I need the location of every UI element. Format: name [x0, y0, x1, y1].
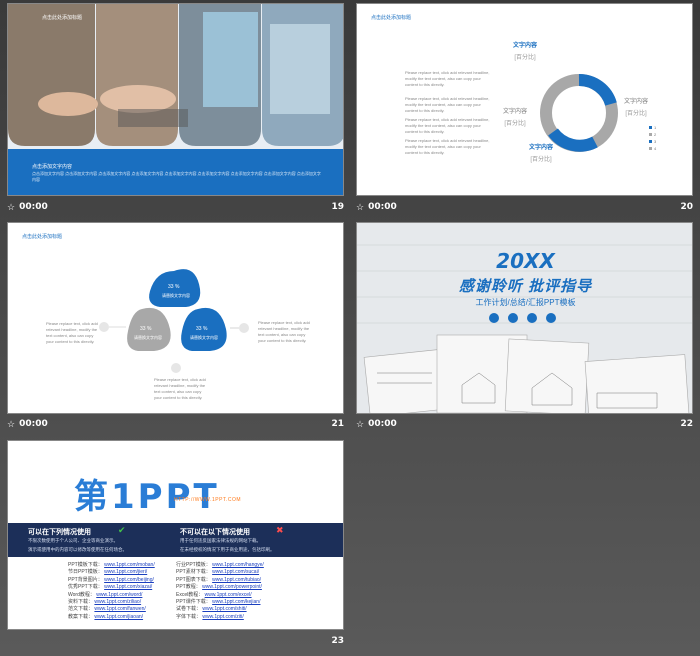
pct-top: 33 % [168, 284, 180, 290]
para-right: Please replace text, click add relevant … [258, 320, 310, 343]
slide-22-thumbnail[interactable]: 20XX 感谢聆听 批评指导 工作计划/总结/汇报PPT模板 [356, 222, 693, 414]
slide-number: 23 [331, 636, 344, 646]
donut-chart [540, 73, 618, 152]
link-row[interactable]: 资料下载： www.1ppt.com/ziliao/ [68, 599, 142, 606]
label-right: 文字内容 [百分比] [624, 99, 649, 117]
links-left: PPT模板下载： www.1ppt.com/moban/ 节日PPT模板： ww… [68, 562, 155, 621]
triangle-shapes [99, 269, 249, 373]
blue-footer-band: 点击添加文字内容 点击添加文字内容 点击添加文字内容 点击添加文字内容 点击添加… [8, 149, 343, 195]
sub-right: 请替换文字内容 [190, 335, 218, 340]
link-row[interactable]: PPT课件下载： www.1ppt.com/kejian/ [176, 599, 261, 606]
slide-22-caption: ☆ 00:00 22 [356, 417, 693, 431]
body-title: 点击添加文字内容 [32, 164, 73, 170]
pct-left: 33 % [140, 326, 152, 332]
sub-left: 请替换文字内容 [134, 335, 162, 340]
link-row[interactable]: Excel教程： www.1ppt.com/excel/ [176, 591, 252, 598]
star-icon: ☆ [7, 418, 16, 429]
link-row[interactable]: Word教程： www.1ppt.com/word/ [68, 591, 143, 598]
link-row[interactable]: PPT图表下载： www.1ppt.com/tubiao/ [176, 576, 262, 583]
para-3: Please replace text, click add relevant … [405, 117, 490, 134]
timing: 00:00 [368, 202, 397, 212]
link-row[interactable]: 试卷下载： www.1ppt.com/shiti/ [176, 606, 247, 613]
link-row[interactable]: 范文下载： www.1ppt.com/fanwen/ [68, 606, 146, 613]
star-icon: ☆ [356, 201, 365, 212]
subtitle: 工作计划/总结/汇报PPT模板 [475, 298, 576, 307]
slide-23-caption: 23 [7, 634, 344, 648]
user-icon [508, 313, 518, 323]
slide-19-caption: ☆ 00:00 19 [7, 200, 344, 214]
document-icon [527, 313, 537, 323]
slide-title: 点击此处添加标题 [371, 15, 412, 21]
slide-21-caption: ☆ 00:00 21 [7, 417, 344, 431]
cross-icon: ✖ [276, 525, 284, 535]
laptop-photo [8, 4, 343, 149]
para-bottom: Please replace text, click add relevant … [154, 377, 206, 400]
slide-21-thumbnail[interactable]: 点击此处添加标题 33 % 请替换文字内容 33 % 请替换文字内容 33 % … [7, 222, 344, 414]
link-row[interactable]: 优秀PPT下载： www.1ppt.com/xiazai/ [68, 584, 153, 591]
people-icon [489, 313, 499, 323]
label-left: 文字内容 [百分比] [503, 109, 528, 127]
cannot-item-1: 用于任何违反国家法律法规的网站下载。 [180, 538, 261, 543]
pct-right: 33 % [196, 326, 208, 332]
star-icon: ☆ [356, 418, 365, 429]
timing: 00:00 [19, 202, 48, 212]
wood-and-blueprint-background [357, 223, 692, 413]
slide-title: 点击此处添加标题 [22, 234, 63, 240]
headline: 感谢聆听 批评指导 [458, 278, 593, 295]
logo-url: HTTP://WWW.1PPT.COM [174, 497, 241, 503]
link-row[interactable]: PPT模板下载： www.1ppt.com/moban/ [68, 562, 155, 568]
link-row[interactable]: PPT素材下载： www.1ppt.com/sucai/ [176, 569, 260, 576]
cannot-item-2: 在未经授权的情况下用于商业用途，包括印刷。 [180, 547, 275, 552]
check-icon: ✔ [118, 525, 126, 535]
para-4: Please replace text, click add relevant … [405, 138, 490, 155]
para-left: Please replace text, click add relevant … [46, 321, 98, 344]
can-use-title: 可以在下列情况使用 [28, 529, 91, 536]
sub-top: 请替换文字内容 [162, 293, 190, 298]
year-text: 20XX [496, 249, 555, 273]
link-row[interactable]: 教案下载： www.1ppt.com/jiaoan/ [68, 613, 144, 620]
slide-20-thumbnail[interactable]: 点击此处添加标题 Please replace text, click add … [356, 3, 693, 196]
slide-23-thumbnail[interactable]: 第1PPT HTTP://WWW.1PPT.COM 可以在下列情况使用 ✔ 不可… [7, 440, 344, 630]
slide-19-thumbnail[interactable]: 点击此处添加标题 点击添加文字内容 点击添加文字内容 点击添加文字内容 点击添加… [7, 3, 344, 196]
logo-1ppt: 第1PPT [74, 469, 220, 518]
timing: 00:00 [19, 419, 48, 429]
slide-title: 点击此处添加标题 [42, 15, 83, 21]
star-icon: ☆ [7, 201, 16, 212]
body-text: 点击添加文字内容 点击添加文字内容 点击添加文字内容 点击添加文字内容 点击添加… [32, 171, 321, 182]
link-row[interactable]: PPT教程： www.1ppt.com/powerpoint/ [176, 584, 262, 591]
slide-20-caption: ☆ 00:00 20 [356, 200, 693, 214]
link-row[interactable]: 字体下载： www.1ppt.com/ziti/ [176, 613, 244, 620]
slide-number: 19 [331, 202, 344, 212]
para-2: Please replace text, click add relevant … [405, 96, 490, 113]
icon-row [489, 313, 556, 323]
can-item-2: 演示或使用中的内容可以修改等使用在任何场合。 [28, 547, 127, 552]
label-bottom: 文字内容 [百分比] [529, 145, 554, 163]
para-1: Please replace text, click add relevant … [405, 70, 490, 87]
link-row[interactable]: 行业PPT模板： www.1ppt.com/hangye/ [176, 562, 264, 568]
cannot-use-title: 不可以在以下情况使用 [180, 529, 250, 536]
usage-band: 可以在下列情况使用 ✔ 不可以在以下情况使用 ✖ 不限次数使用于个人公司、企业等… [8, 523, 343, 557]
chart-icon [546, 313, 556, 323]
legend: 1 2 3 4 [649, 124, 656, 152]
links-right: 行业PPT模板： www.1ppt.com/hangye/ PPT素材下载： w… [176, 562, 264, 621]
logo-main: 第1PPT [74, 477, 220, 517]
link-row[interactable]: PPT背景图片： www.1ppt.com/beijing/ [68, 576, 154, 583]
slide-number: 22 [680, 419, 693, 429]
label-top: 文字内容 [百分比] [513, 43, 538, 61]
timing: 00:00 [368, 419, 397, 429]
link-row[interactable]: 节日PPT模板： www.1ppt.com/jieri/ [68, 569, 148, 576]
slide-number: 21 [331, 419, 344, 429]
slide-number: 20 [680, 202, 693, 212]
can-item-1: 不限次数使用于个人公司、企业等商业演示。 [28, 538, 118, 543]
